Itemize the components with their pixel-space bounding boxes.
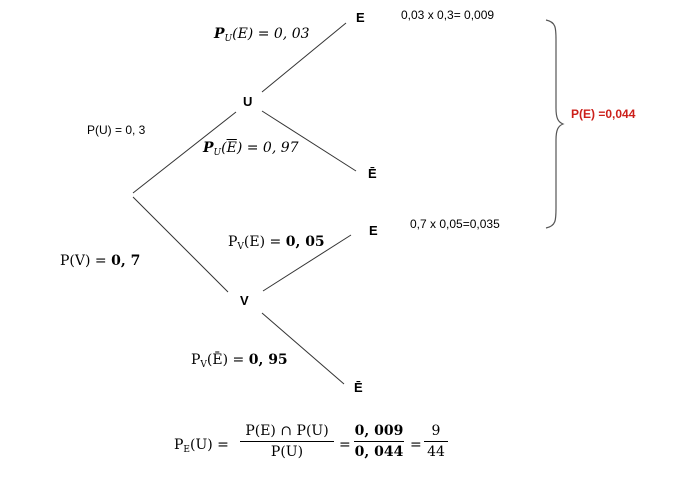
node-u: U [243, 94, 253, 109]
node-v: V [240, 293, 249, 308]
node-u-ebar: Ē [368, 166, 377, 181]
fraction-3-bar [424, 441, 448, 442]
fraction-1-denominator: P(U) [270, 444, 304, 460]
label-pv-e-sub: V [237, 242, 244, 252]
label-pv-ebar-sub: V [200, 360, 207, 370]
fraction-2-denominator: 0, 044 [354, 444, 404, 460]
label-pu-e-arg: (E) = 0, 03 [232, 26, 310, 42]
formula-lhs: PE(U) = [174, 438, 229, 455]
label-p-v-value: 0, 7 [111, 253, 141, 269]
label-pv-e-value: 0, 05 [285, 234, 325, 250]
branch-v-e [262, 234, 352, 292]
branch-u-e [261, 22, 347, 93]
branch-u-ebar [261, 110, 357, 172]
label-pv-e-arg: (E) = [243, 234, 286, 250]
label-pu-ebar-close: ) = 0, 97 [236, 140, 299, 156]
label-pu-ebar: PU(E) = 0, 97 [203, 141, 299, 158]
label-pu-ebar-sub: U [213, 148, 222, 158]
branch-root-u [132, 111, 237, 194]
branch-v-ebar [261, 312, 345, 385]
label-pu-e: PU(E) = 0, 03 [214, 27, 310, 44]
formula-lhs-sub: E [183, 445, 190, 455]
fraction-2: 0, 009 0, 044 [354, 424, 404, 459]
formula-equals-1: = [339, 437, 351, 453]
product-u-e: 0,03 x 0,3= 0,009 [401, 8, 495, 22]
label-pv-ebar: PV(Ē) = 0, 95 [191, 353, 288, 370]
branch-root-v [132, 196, 229, 293]
node-v-e: E [369, 223, 378, 238]
label-pv-e: PV(E) = 0, 05 [228, 235, 325, 252]
label-pv-ebar-p: P [191, 352, 201, 368]
label-pu-ebar-p: P [203, 140, 214, 156]
node-v-ebar: Ē [354, 380, 363, 395]
formula-lhs-arg: (U) = [190, 437, 229, 453]
formula-lhs-p: P [174, 437, 184, 453]
fraction-1: P(E) ∩ P(U) P(U) [240, 424, 334, 459]
fraction-3: 9 44 [424, 424, 448, 459]
label-pu-e-p: P [214, 26, 225, 42]
label-pv-e-p: P [228, 234, 238, 250]
fraction-2-bar [354, 441, 404, 442]
label-p-v-prefix: P(V) = [60, 253, 112, 269]
product-v-e: 0,7 x 0,05=0,035 [410, 217, 500, 231]
total-probability: P(E) =0,044 [571, 107, 636, 121]
fraction-3-numerator: 9 [431, 423, 441, 439]
node-u-e: E [356, 10, 365, 25]
fraction-1-numerator: P(E) ∩ P(U) [245, 423, 329, 439]
fraction-2-numerator: 0, 009 [354, 423, 404, 439]
fraction-3-denominator: 44 [427, 444, 445, 460]
fraction-1-bar [240, 441, 334, 442]
label-p-v: P(V) = 0, 7 [60, 254, 140, 268]
label-pv-ebar-arg: (Ē) = [206, 352, 249, 368]
label-pu-ebar-open: ( [221, 140, 227, 156]
label-pv-ebar-value: 0, 95 [248, 352, 288, 368]
label-pu-ebar-e: E [226, 140, 237, 156]
curly-brace [545, 19, 565, 229]
formula-equals-2: = [410, 437, 422, 453]
label-p-u: P(U) = 0, 3 [87, 123, 146, 137]
label-pu-e-sub: U [224, 34, 233, 44]
